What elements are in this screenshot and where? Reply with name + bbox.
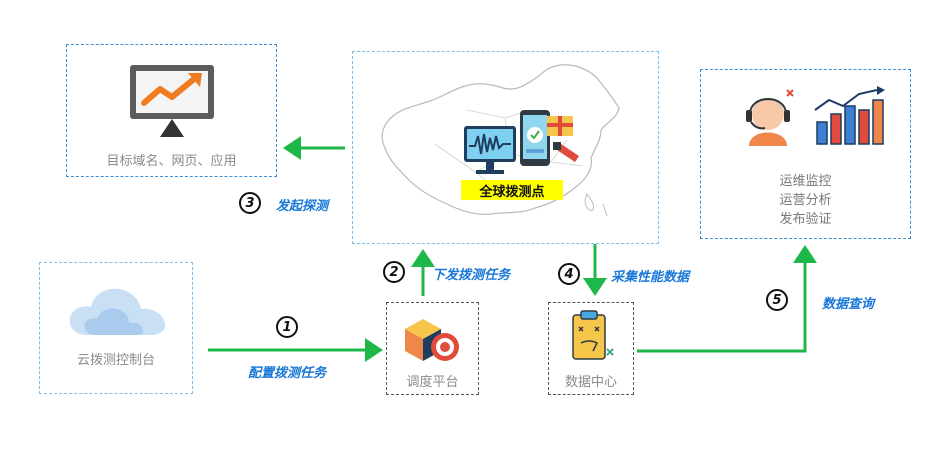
support-agent-icon	[746, 89, 794, 146]
ops-line-3: 发布验证	[779, 212, 832, 227]
step-1-label: 配置拨测任务	[248, 366, 327, 381]
step-3-label: 发起探测	[276, 199, 329, 214]
target-label: 目标域名、网页、应用	[106, 154, 237, 169]
step-3-number: 3	[239, 192, 261, 214]
ops-node: 运维监控 运营分析 发布验证	[700, 69, 911, 239]
target-node: 目标域名、网页、应用	[66, 44, 277, 177]
scheduler-node: 调度平台	[386, 302, 479, 395]
arrow-step-5	[637, 245, 817, 353]
clipboard-icon	[572, 310, 614, 360]
ops-line-2: 运营分析	[779, 193, 832, 208]
step-2-label: 下发拨测任务	[432, 268, 511, 283]
gift-icon	[547, 116, 579, 162]
step-2-number: 2	[383, 261, 405, 283]
bar-chart-icon	[814, 86, 885, 145]
probes-node: 全球拨测点	[352, 51, 659, 244]
cube-target-icon	[405, 319, 459, 361]
ops-label-stack: 运维监控 运营分析 发布验证	[701, 172, 910, 229]
probes-label: 全球拨测点	[461, 180, 563, 200]
datacenter-label: 数据中心	[564, 375, 617, 390]
step-1-number: 1	[276, 316, 298, 338]
china-map-icon	[381, 64, 620, 217]
console-node: 云拨测控制台	[39, 262, 193, 394]
step-5-number: 5	[766, 289, 788, 311]
step-4-label: 采集性能数据	[611, 270, 690, 285]
step-4-number: 4	[558, 263, 580, 285]
step-5-label: 数据查询	[822, 297, 875, 312]
scheduler-label: 调度平台	[406, 375, 459, 390]
ops-line-1: 运维监控	[779, 174, 832, 189]
smartphone-icon	[520, 110, 550, 166]
datacenter-node: 数据中心	[548, 302, 634, 395]
monitor-icon	[464, 126, 516, 174]
presentation-chart-icon	[130, 65, 214, 137]
console-label: 云拨测控制台	[76, 353, 155, 368]
cloud-icon	[69, 288, 165, 335]
